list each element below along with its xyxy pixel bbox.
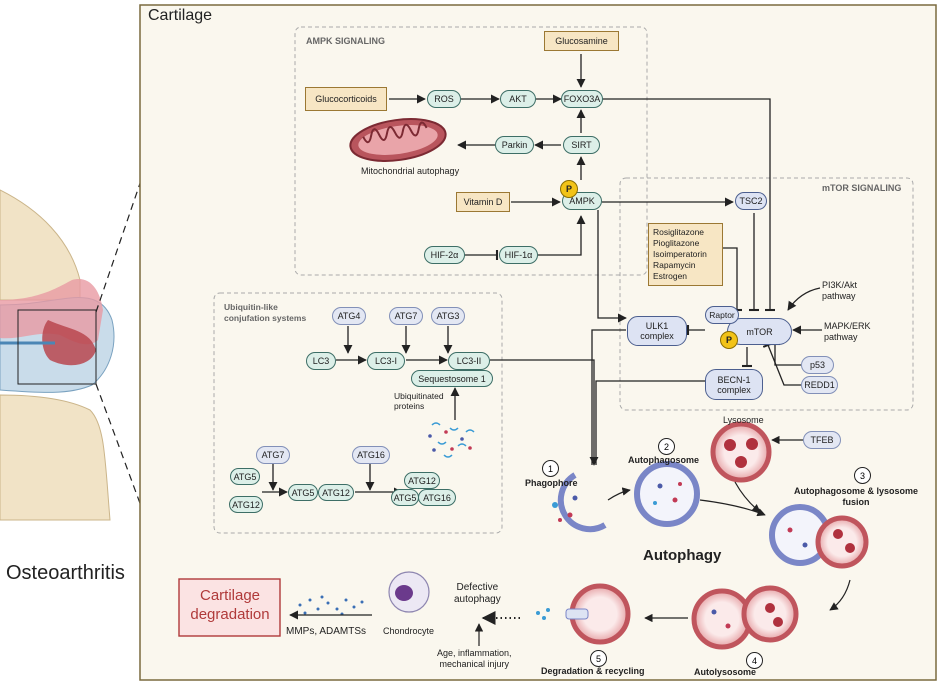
- drug-estrogen: Estrogen: [653, 271, 688, 281]
- ubiquitinated-proteins-icon: [428, 422, 475, 458]
- knee-joint-illustration: [0, 189, 115, 521]
- lc3-i-node: LC3-I: [367, 352, 405, 370]
- step-5-label: Degradation & recycling: [541, 666, 645, 676]
- step-2-number: 2: [658, 438, 675, 455]
- atg4-node: ATG4: [332, 307, 366, 325]
- atg16-node-lower: ATG16: [418, 489, 456, 506]
- atg3-node: ATG3: [431, 307, 465, 325]
- phagophore-icon: [552, 472, 607, 533]
- becn1-complex-node: BECN-1 complex: [705, 369, 763, 400]
- ampk-section-title: AMPK SIGNALING: [306, 36, 386, 46]
- step-5-number: 5: [590, 650, 607, 667]
- chondrocyte-label: Chondrocyte: [383, 626, 435, 636]
- p53-node: p53: [801, 356, 834, 374]
- atg5-node-a: ATG5: [230, 468, 260, 485]
- ampk-phosphate-badge: P: [560, 180, 578, 198]
- lc3-node: LC3: [306, 352, 336, 370]
- atg12-node-b: ATG12: [318, 484, 354, 501]
- step-3-number: 3: [854, 467, 871, 484]
- defective-autophagy-label: Defective autophagy: [454, 582, 501, 605]
- sirt-node: SIRT: [563, 136, 600, 154]
- osteoarthritis-label: Osteoarthritis: [6, 562, 125, 584]
- sequestosome-node: Sequestosome 1: [411, 370, 493, 387]
- akt-node: AKT: [500, 90, 536, 108]
- step-2-label: Autophagosome: [628, 455, 699, 465]
- panel-title: Cartilage: [148, 7, 213, 24]
- atg12-node-a: ATG12: [229, 496, 263, 513]
- drug-rosiglitazone: Rosiglitazone: [653, 227, 705, 237]
- glucosamine-box: Glucosamine: [544, 31, 619, 51]
- ros-node: ROS: [427, 90, 461, 108]
- hif1a-node: HIF-1α: [499, 246, 538, 264]
- parkin-node: Parkin: [495, 136, 534, 154]
- degradation-vesicle-icon: [536, 583, 631, 645]
- fusion-icon: [769, 504, 869, 569]
- mmp-particles-icon: [298, 595, 364, 616]
- mapk-erk-label: MAPK/ERK pathway: [824, 321, 871, 342]
- tfeb-node: TFEB: [803, 431, 841, 449]
- ubiquitin-section-box: [213, 292, 503, 534]
- redd1-node: REDD1: [801, 376, 838, 394]
- vitamin-d-box: Vitamin D: [456, 192, 510, 212]
- step-1-number: 1: [542, 460, 559, 477]
- ulk1-complex-node: ULK1 complex: [627, 316, 687, 346]
- step-1-label: Phagophore: [525, 478, 578, 488]
- mmps-label: MMPs, ADAMTSs: [286, 626, 367, 637]
- lysosome-label: Lysosome: [723, 415, 764, 425]
- step-4-label: Autolysosome: [694, 667, 757, 677]
- drug-pioglitazone: Pioglitazone: [653, 238, 700, 248]
- glucocorticoids-box: Glucocorticoids: [305, 87, 387, 111]
- atg16-node-upper: ATG16: [352, 446, 390, 464]
- mtor-section-title: mTOR SIGNALING: [822, 183, 902, 193]
- chondrocyte-icon: [388, 571, 430, 613]
- mtor-section-box: [619, 177, 914, 411]
- atg7-node-lower: ATG7: [256, 446, 290, 464]
- hif2a-node: HIF-2α: [424, 246, 465, 264]
- ampk-section-box: [294, 26, 648, 276]
- mitochondrion-icon: [349, 118, 447, 162]
- atg5-node-b: ATG5: [288, 484, 318, 501]
- raptor-node: Raptor: [705, 306, 739, 324]
- ubiquitinated-proteins-label: Ubiquitinated proteins: [394, 391, 444, 411]
- lc3-ii-node: LC3-II: [448, 352, 490, 370]
- cartilage-panel: [139, 4, 937, 681]
- mtor-drugs-box: Rosiglitazone Pioglitazone Isoimperatori…: [648, 223, 723, 286]
- lysosome-icon: [710, 421, 772, 483]
- causes-label: Age, inflammation, mechanical injury: [437, 648, 512, 669]
- drug-isoimperatorin: Isoimperatorin: [653, 249, 707, 259]
- tsc2-node: TSC2: [735, 192, 767, 210]
- step-3-label: Autophagosome & lysosome fusion: [794, 486, 919, 507]
- step-4-number: 4: [746, 652, 763, 669]
- drug-rapamycin: Rapamycin: [653, 260, 696, 270]
- autophagosome-icon: [634, 461, 700, 527]
- autophagy-title: Autophagy: [643, 547, 722, 564]
- atg5-node-c: ATG5: [391, 489, 419, 506]
- foxo3a-node: FOXO3A: [561, 90, 603, 108]
- mtor-phosphate-badge: P: [720, 331, 738, 349]
- autolysosome-icon: [691, 585, 799, 650]
- cartilage-degradation-box: [178, 578, 281, 637]
- pi3k-akt-label: PI3K/Akt pathway: [822, 280, 858, 301]
- cartilage-degradation-label: Cartilage degradation: [190, 587, 270, 623]
- mitochondrial-autophagy-label: Mitochondrial autophagy: [361, 166, 460, 176]
- ubiquitin-section-title: Ubiquitin-like conjufation systems: [224, 302, 307, 323]
- atg7-node-upper: ATG7: [389, 307, 423, 325]
- atg12-node-c: ATG12: [404, 472, 440, 489]
